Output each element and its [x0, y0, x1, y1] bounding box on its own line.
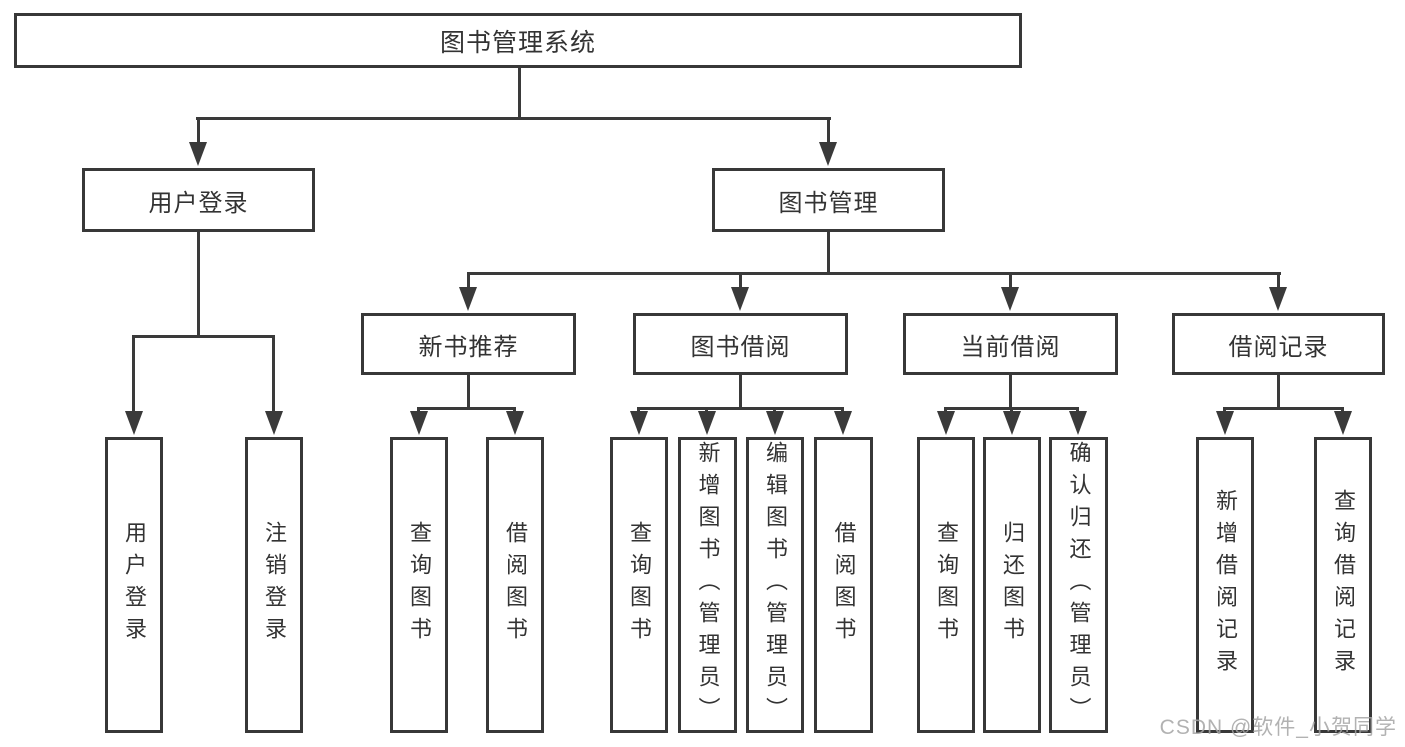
connector-line — [827, 232, 830, 275]
arrow-down-icon — [506, 411, 524, 435]
connector-line — [197, 117, 200, 146]
node-edit-book-admin: 编辑图书（管理员） — [746, 437, 804, 733]
node-query-books-borrow-label: 查询图书 — [627, 521, 652, 649]
node-book-management: 图书管理 — [712, 168, 945, 232]
node-borrow-books-leaf: 借阅图书 — [814, 437, 873, 733]
node-user-login-label: 用户登录 — [148, 189, 249, 217]
node-borrow-books-recommend: 借阅图书 — [486, 437, 544, 733]
node-query-books-recommend: 查询图书 — [390, 437, 448, 733]
arrow-down-icon — [766, 411, 784, 435]
connector-line — [467, 272, 1281, 275]
connector-line — [196, 117, 831, 120]
arrow-down-icon — [698, 411, 716, 435]
node-query-books-recommend-label: 查询图书 — [407, 521, 432, 649]
arrow-down-icon — [834, 411, 852, 435]
node-edit-book-admin-label: 编辑图书（管理员） — [763, 441, 788, 729]
csdn-watermark: CSDN @软件_小贺同学 — [1159, 716, 1397, 739]
node-new-book-recommend: 新书推荐 — [361, 313, 576, 375]
connector-line — [132, 335, 275, 338]
node-query-books-current-label: 查询图书 — [934, 521, 959, 649]
connector-line — [1009, 375, 1012, 410]
arrow-down-icon — [937, 411, 955, 435]
node-query-borrow-record: 查询借阅记录 — [1314, 437, 1372, 733]
node-logout: 注销登录 — [245, 437, 303, 733]
node-borrow-books-recommend-label: 借阅图书 — [503, 521, 528, 649]
node-new-book-recommend-label: 新书推荐 — [418, 333, 519, 361]
arrow-down-icon — [265, 411, 283, 435]
node-current-borrow: 当前借阅 — [903, 313, 1118, 375]
connector-line — [637, 407, 844, 410]
node-borrow-records-label: 借阅记录 — [1228, 333, 1329, 361]
arrow-down-icon — [1334, 411, 1352, 435]
node-add-borrow-record-label: 新增借阅记录 — [1213, 489, 1238, 681]
arrow-down-icon — [1003, 411, 1021, 435]
node-root-label: 图书管理系统 — [439, 28, 596, 57]
connector-line — [1277, 375, 1280, 410]
node-borrow-records: 借阅记录 — [1172, 313, 1385, 375]
connector-line — [739, 375, 742, 410]
connector-line — [272, 335, 275, 415]
node-user-login-leaf: 用户登录 — [105, 437, 163, 733]
node-root: 图书管理系统 — [14, 13, 1022, 68]
node-add-borrow-record: 新增借阅记录 — [1196, 437, 1254, 733]
node-logout-label: 注销登录 — [262, 521, 287, 649]
node-add-book-admin: 新增图书（管理员） — [678, 437, 737, 733]
node-current-borrow-label: 当前借阅 — [960, 333, 1061, 361]
connector-line — [1223, 407, 1344, 410]
node-query-books-borrow: 查询图书 — [610, 437, 668, 733]
node-user-login-leaf-label: 用户登录 — [122, 521, 147, 649]
connector-line — [417, 407, 516, 410]
node-book-management-label: 图书管理 — [778, 189, 879, 217]
arrow-down-icon — [1001, 287, 1019, 311]
node-add-book-admin-label: 新增图书（管理员） — [695, 441, 721, 729]
connector-line — [1277, 272, 1280, 292]
arrow-down-icon — [731, 287, 749, 311]
connector-line — [197, 232, 200, 338]
connector-line — [518, 68, 521, 117]
arrow-down-icon — [125, 411, 143, 435]
connector-line — [467, 272, 470, 292]
node-return-book: 归还图书 — [983, 437, 1041, 733]
node-query-borrow-record-label: 查询借阅记录 — [1331, 489, 1356, 681]
connector-line — [1009, 272, 1012, 292]
node-borrow-books-leaf-label: 借阅图书 — [831, 521, 857, 649]
node-confirm-return-admin: 确认归还（管理员） — [1049, 437, 1108, 733]
node-confirm-return-admin-label: 确认归还（管理员） — [1066, 441, 1092, 729]
node-query-books-current: 查询图书 — [917, 437, 975, 733]
arrow-down-icon — [410, 411, 428, 435]
arrow-down-icon — [459, 287, 477, 311]
arrow-down-icon — [1069, 411, 1087, 435]
arrow-down-icon — [1216, 411, 1234, 435]
connector-line — [739, 272, 742, 292]
node-return-book-label: 归还图书 — [1000, 521, 1025, 649]
connector-line — [132, 335, 135, 415]
arrow-down-icon — [630, 411, 648, 435]
node-book-borrow: 图书借阅 — [633, 313, 848, 375]
arrow-down-icon — [189, 142, 207, 166]
node-user-login: 用户登录 — [82, 168, 315, 232]
arrow-down-icon — [819, 142, 837, 166]
connector-line — [467, 375, 470, 410]
connector-line — [827, 117, 830, 146]
arrow-down-icon — [1269, 287, 1287, 311]
node-book-borrow-label: 图书借阅 — [690, 333, 791, 361]
